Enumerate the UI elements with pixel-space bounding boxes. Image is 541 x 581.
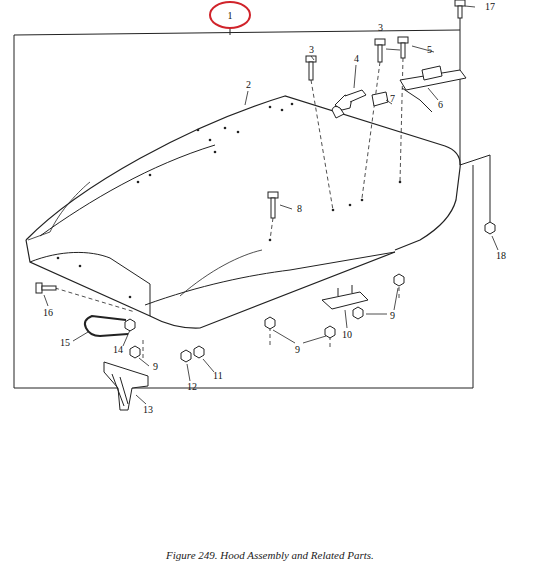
callout-number: 12 [187, 382, 197, 392]
highlight-circle: 1 [208, 0, 252, 30]
callout-number: 16 [43, 308, 53, 318]
callout-number: 8 [297, 204, 302, 214]
callout-number: 10 [342, 330, 352, 340]
callout-number: 6 [438, 100, 443, 110]
callout-number: 1 [208, 10, 252, 21]
callout-number: 9 [153, 362, 158, 372]
callout-number: 7 [390, 94, 395, 104]
figure-caption: Figure 249. Hood Assembly and Related Pa… [166, 549, 374, 561]
callout-number: 14 [113, 345, 123, 355]
callout-number: 13 [143, 405, 153, 415]
callout-number: 4 [354, 54, 359, 64]
callout-number: 9 [295, 345, 300, 355]
callout-number: 18 [496, 251, 506, 261]
callout-number: 3 [378, 23, 383, 33]
callout-number: 17 [485, 2, 495, 12]
callout-number: 3 [309, 45, 314, 55]
callout-number: 2 [246, 80, 251, 90]
callout-number: 5 [427, 45, 432, 55]
callout-number: 15 [60, 338, 70, 348]
callout-number: 11 [213, 371, 223, 381]
callout-number: 9 [390, 311, 395, 321]
